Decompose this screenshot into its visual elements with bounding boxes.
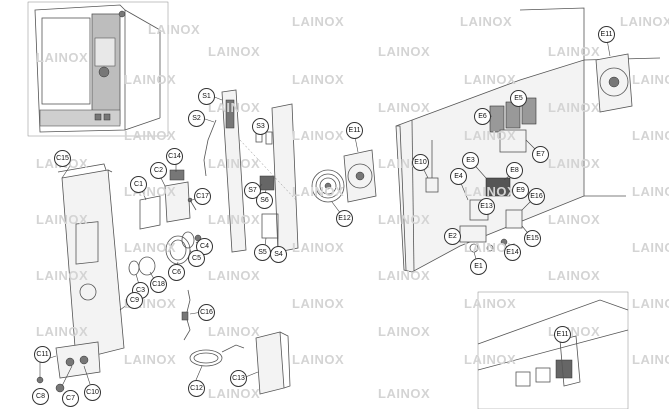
panel-parts-drawing	[139, 169, 197, 230]
callout-e9: E9	[512, 182, 529, 199]
callout-s4: S4	[270, 246, 287, 263]
rear-fan-drawing	[595, 53, 633, 113]
oven-overview-drawing	[27, 1, 169, 137]
callout-e11-fan: E11	[346, 122, 363, 139]
cable-parts-drawing	[181, 289, 291, 395]
detail-view-drawing	[477, 291, 629, 409]
callout-s6: S6	[256, 192, 273, 209]
callout-c2: C2	[150, 162, 167, 179]
callout-c14: C14	[166, 148, 183, 165]
electrical-panel-drawing	[395, 7, 661, 273]
callout-c9: C9	[126, 292, 143, 309]
callout-c18: C18	[150, 276, 167, 293]
callout-c5: C5	[188, 250, 205, 267]
callout-e3: E3	[462, 152, 479, 169]
callout-e5: E5	[510, 90, 527, 107]
callout-e13: E13	[478, 198, 495, 215]
callout-s1: S1	[198, 88, 215, 105]
callout-e11-detail: E11	[554, 326, 571, 343]
callout-s5: S5	[254, 244, 271, 261]
callout-c6: C6	[168, 264, 185, 281]
callout-e14: E14	[504, 244, 521, 261]
callout-c13: C13	[230, 370, 247, 387]
callout-c15: C15	[54, 150, 71, 167]
callout-e16: E16	[528, 188, 545, 205]
callout-e11-rear: E11	[598, 26, 615, 43]
callout-c11: C11	[34, 346, 51, 363]
callout-e15: E15	[524, 230, 541, 247]
callout-c16: C16	[198, 304, 215, 321]
callout-e12: E12	[336, 210, 353, 227]
callout-e4: E4	[450, 168, 467, 185]
callout-c17: C17	[194, 188, 211, 205]
callout-e8: E8	[506, 162, 523, 179]
callout-c7: C7	[62, 390, 79, 407]
callout-s3: S3	[252, 118, 269, 135]
callout-e2: E2	[444, 228, 461, 245]
fan-drawing	[311, 149, 377, 203]
callout-e1: E1	[470, 258, 487, 275]
door-panel-drawing	[57, 163, 125, 361]
callout-c1: C1	[130, 176, 147, 193]
side-rail-drawing	[203, 89, 299, 253]
callout-c8: C8	[32, 388, 49, 405]
callout-c10: C10	[84, 384, 101, 401]
control-module-drawing	[36, 341, 101, 393]
callout-s2: S2	[188, 110, 205, 127]
callout-e6: E6	[474, 108, 491, 125]
callout-e7: E7	[532, 146, 549, 163]
callout-c12: C12	[188, 380, 205, 397]
callout-e10: E10	[412, 154, 429, 171]
